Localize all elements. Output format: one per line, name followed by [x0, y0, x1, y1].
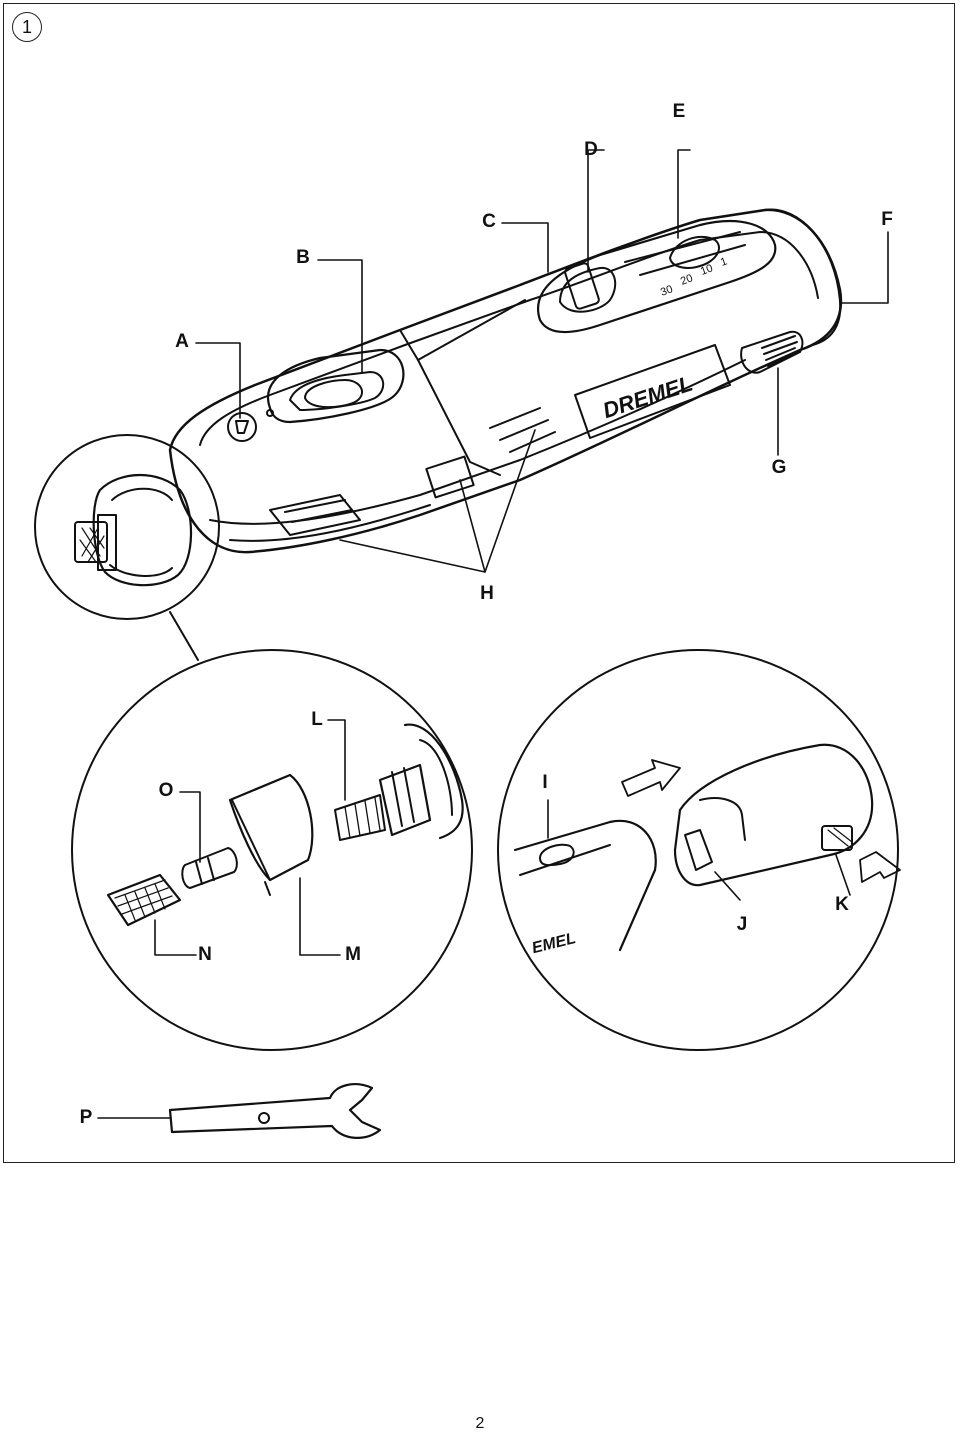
label-e: E: [672, 101, 686, 122]
label-p: P: [79, 1107, 93, 1128]
wrench: [168, 1083, 382, 1139]
svg-text:30: 30: [659, 283, 675, 298]
svg-text:10: 10: [699, 262, 715, 277]
label-d: D: [584, 139, 598, 160]
battery-exploded-circle: EMEL: [497, 649, 901, 1051]
label-c: C: [482, 211, 496, 232]
figure-number-badge: 1: [12, 12, 42, 42]
label-m: M: [345, 944, 361, 965]
label-l: L: [311, 709, 323, 730]
label-o: O: [158, 780, 174, 801]
label-a: A: [175, 331, 189, 352]
label-b: B: [296, 247, 310, 268]
brand-logo-zoom: EMEL: [530, 930, 577, 957]
label-f: F: [881, 209, 893, 230]
label-i: I: [542, 772, 548, 793]
page-number: 2: [475, 1415, 485, 1432]
label-h: H: [480, 583, 494, 604]
svg-text:20: 20: [679, 272, 695, 287]
rotary-tool-body: DREMEL 30 20 10 1: [168, 208, 843, 554]
nose-detail-circle: [34, 434, 220, 620]
collet-exploded-circle: [71, 649, 473, 1051]
label-n: N: [198, 944, 212, 965]
speed-dial-marks: 30 20 10 1: [659, 255, 729, 298]
label-g: G: [771, 457, 787, 478]
connector-line: [169, 611, 199, 661]
figure-number: 1: [21, 16, 32, 37]
figure-frame: [3, 3, 955, 1163]
leader-lines: [97, 149, 889, 1119]
label-j: J: [736, 914, 748, 935]
svg-text:1: 1: [719, 255, 729, 268]
label-k: K: [835, 894, 849, 915]
